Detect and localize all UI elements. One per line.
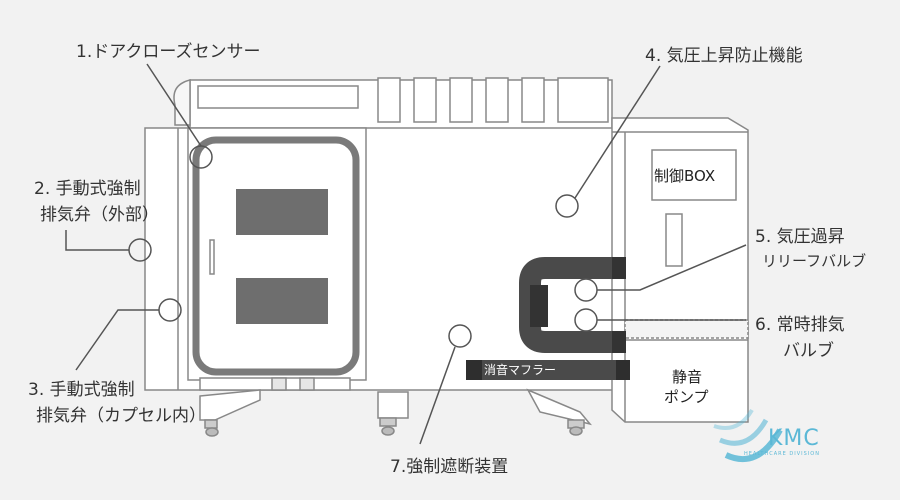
marker-4 — [555, 194, 579, 218]
label-overpressure-1: 5. 気圧過昇 — [755, 227, 845, 247]
capsule-base — [199, 377, 593, 437]
callout-markers — [65, 63, 747, 445]
leader-2 — [65, 230, 129, 251]
label-manual-vent-capsule-2: 排気弁（カプセル内） — [36, 406, 206, 426]
label-overpressure-2: リリーフバルブ — [762, 252, 867, 270]
logo-text: KMC — [768, 426, 820, 451]
logo-subtext: HEALTHCARE DIVISION — [744, 451, 820, 457]
leader-1 — [146, 63, 202, 147]
label-forced-shutoff: 7.強制遮断装置 — [390, 457, 509, 477]
label-door-close-sensor: 1.ドアクローズセンサー — [76, 42, 261, 62]
label-manual-vent-external-1: 2. 手動式強制 — [34, 179, 141, 199]
kmc-logo-icon — [713, 408, 783, 462]
label-manual-vent-external-2: 排気弁（外部） — [40, 205, 159, 225]
muffler-label: 消音マフラー — [484, 363, 557, 377]
label-pressure-rise-prevention: 4. 気圧上昇防止機能 — [645, 46, 803, 66]
label-constant-exhaust-2: バルブ — [783, 341, 834, 361]
control-box-label: 制御BOX — [654, 167, 716, 185]
control-cabinet — [611, 117, 749, 423]
marker-7 — [448, 324, 472, 348]
leader-7 — [419, 346, 456, 445]
pump-label-1: 静音 — [672, 368, 703, 386]
leader-4 — [574, 65, 661, 199]
top-rack — [173, 77, 613, 133]
label-manual-vent-capsule-1: 3. 手動式強制 — [28, 380, 135, 400]
pump-label-2: ポンプ — [664, 388, 709, 406]
label-constant-exhaust-1: 6. 常時排気 — [755, 315, 845, 335]
exhaust-pipes — [466, 257, 630, 380]
leader-3 — [75, 309, 159, 371]
leader-5 — [597, 244, 747, 291]
capsule-door — [187, 127, 367, 381]
